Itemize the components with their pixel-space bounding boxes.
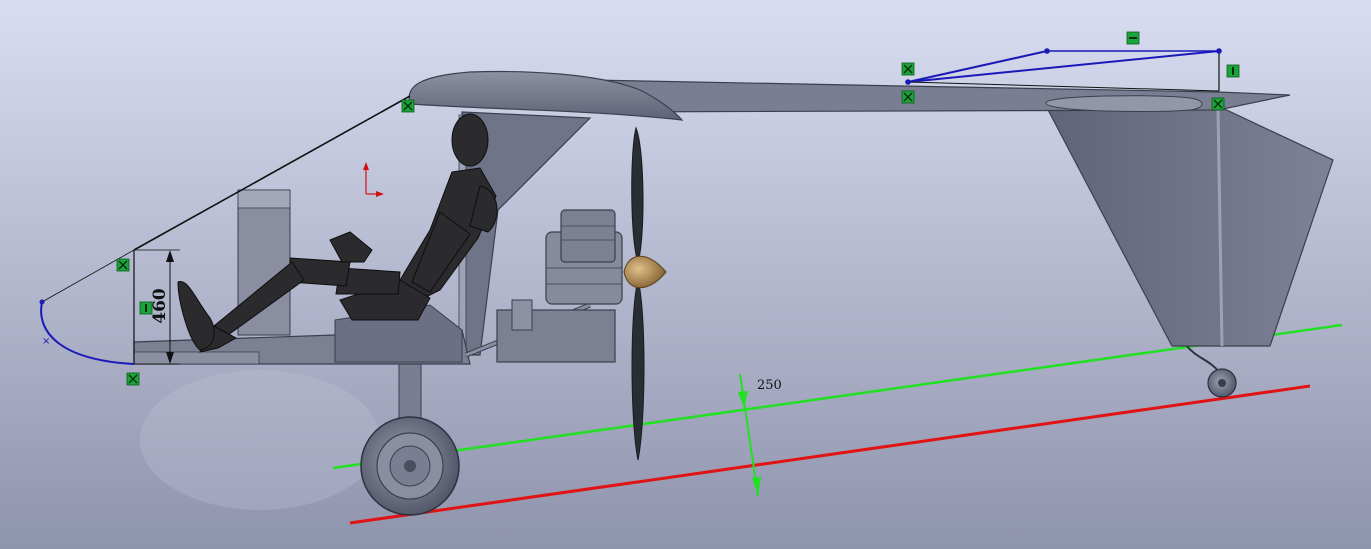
wing[interactable] [408, 70, 684, 121]
height-dimension-value[interactable]: 460 [150, 288, 170, 324]
floor-plate [133, 351, 260, 365]
tail-sketch[interactable] [905, 48, 1222, 92]
svg-text:×: × [42, 336, 50, 347]
ground-line-red[interactable] [349, 384, 1311, 525]
offset-dimension-value[interactable]: 250 [757, 378, 782, 393]
relation-coincident-icon[interactable] [901, 90, 915, 104]
canopy-frame-line[interactable] [133, 95, 411, 251]
propeller[interactable] [623, 126, 667, 461]
tank-cap [237, 189, 291, 209]
horizontal-stabilizer[interactable] [1045, 95, 1203, 113]
background-glare [140, 370, 380, 510]
relation-vertical-icon[interactable] [1226, 64, 1240, 78]
propeller-spinner [623, 255, 667, 289]
tail-wheel[interactable] [1185, 344, 1237, 398]
pilot-figure[interactable] [177, 113, 498, 353]
relation-coincident-icon[interactable] [1211, 97, 1225, 111]
ground-line-green[interactable] [332, 323, 1343, 470]
height-dimension[interactable]: 460 [134, 249, 180, 365]
origin-triad-icon [363, 162, 384, 197]
relation-coincident-icon[interactable] [126, 372, 140, 386]
relation-horizontal-icon[interactable] [1126, 31, 1140, 45]
relation-coincident-icon[interactable] [901, 62, 915, 76]
relation-coincident-icon[interactable] [116, 258, 130, 272]
relation-coincident-icon[interactable] [401, 99, 415, 113]
rudder-hinge [1216, 107, 1224, 347]
engine[interactable] [496, 209, 623, 363]
offset-dimension[interactable]: 250 [738, 373, 782, 497]
relation-vertical-icon[interactable] [139, 301, 153, 315]
